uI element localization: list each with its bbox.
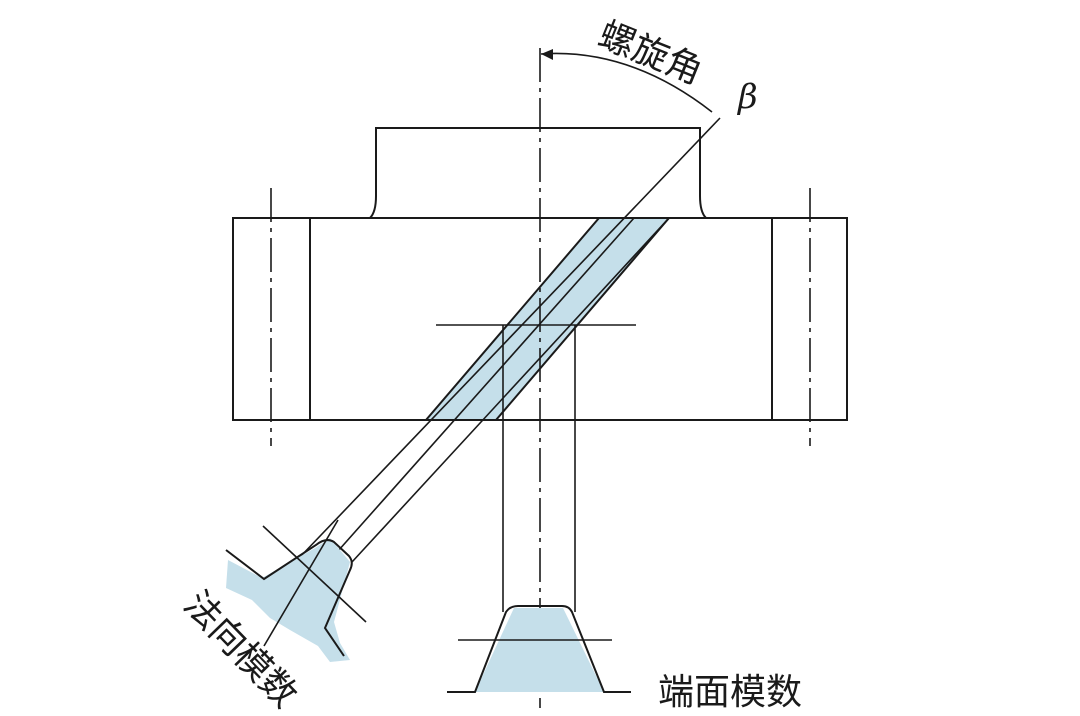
normal-tooth-profile: [225, 539, 353, 657]
gear-hub: [369, 127, 707, 219]
helix-angle-arc: [540, 52, 713, 113]
normal-tooth-fill: [226, 538, 350, 662]
transverse-tooth-fill: [475, 608, 604, 692]
helix-line-upper: [299, 117, 721, 558]
helix-angle-label: 螺旋角: [593, 14, 709, 92]
helical-tooth-band: [423, 217, 672, 421]
transverse-tooth-profile: [447, 605, 631, 693]
normal-pitch-line: [262, 525, 367, 623]
helix-line-lower: [351, 217, 670, 563]
beta-symbol: β: [736, 77, 758, 117]
normal-section-axis: [263, 519, 339, 647]
helix-line-middle: [329, 217, 635, 561]
helix-angle-arrowhead: [541, 49, 553, 60]
transverse-module-label: 端面模数: [658, 672, 802, 713]
